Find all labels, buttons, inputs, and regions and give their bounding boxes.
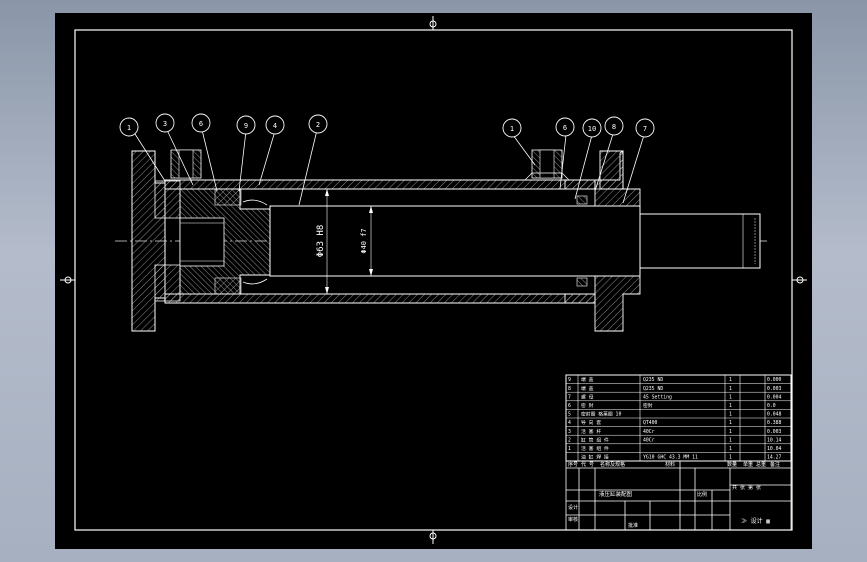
balloon-2: [308, 114, 328, 134]
piston-rod: [269, 205, 761, 277]
balloon-8-text: 8: [612, 123, 616, 131]
bom-cell-material: 45 Setting: [643, 394, 672, 400]
balloon-4: [265, 115, 285, 135]
bom-cell-name: 缸 筒 组 件: [581, 436, 609, 443]
front-gland: [564, 150, 641, 332]
bom-cell-name: 密封圈 格莱圈 10: [581, 411, 621, 418]
balloon-6a: [191, 113, 211, 133]
bom-cell-name: 油 缸 焊 接: [581, 454, 609, 461]
balloon-1a-text: 1: [127, 124, 131, 132]
bom-cell-material: YG10 GHC 43.3 MM 11: [643, 455, 698, 461]
balloon-8: [604, 116, 624, 136]
bom-cell-qty: 1: [729, 437, 732, 443]
bom-cell-material: 密封: [643, 402, 653, 409]
balloon-1b: [502, 118, 522, 138]
balloon-7: [635, 118, 655, 138]
balloon-9-text: 9: [244, 122, 248, 130]
bom-cell-no: 9: [568, 377, 571, 383]
balloon-10-text: 10: [588, 125, 596, 133]
bom-cell-note: 14.27: [767, 455, 782, 461]
bom-cell-note: 0.004: [767, 394, 782, 400]
bom-cell-qty: 1: [729, 412, 732, 418]
dimension-bore: Φ63 H8: [316, 189, 329, 294]
bom-cell-no: 3: [568, 429, 571, 435]
title-block: [565, 460, 792, 531]
balloon-1b-text: 1: [510, 125, 514, 133]
rear-oil-port: [170, 149, 202, 179]
bom-cell-material: 40Cr: [643, 429, 655, 435]
bom-cell-name: 活 塞 杆: [581, 428, 601, 435]
balloon-1a: [119, 117, 139, 137]
bom-cell-note: 0.000: [767, 377, 782, 383]
bom-cell-qty: 1: [729, 455, 732, 461]
scale-label: 比例: [697, 491, 707, 498]
bom-cell-material: Q235 ND: [643, 386, 663, 392]
bom-cell-no: 1: [568, 446, 571, 452]
balloon-3: [155, 113, 175, 133]
bom-cell-name: 导 向 套: [581, 419, 601, 426]
checker-label: 审核: [568, 516, 578, 523]
bom-header-name: 名称及规格: [600, 461, 625, 468]
bom-cell-qty: 1: [729, 429, 732, 435]
balloon-3-text: 3: [163, 120, 167, 128]
bom-header-material: 材料: [665, 461, 675, 468]
bom-cell-name: 活 塞 组 件: [581, 445, 609, 452]
part-balloons: [134, 129, 645, 206]
cad-drawing-sheet: Φ63 H8 Φ40 f7 1 3 6 9 4: [55, 13, 812, 549]
centering-marks: [60, 16, 807, 544]
bom-cell-no: 8: [568, 386, 571, 392]
sheet-count: 共 张 第 张: [732, 484, 761, 491]
bom-cell-no: 4: [568, 420, 571, 426]
balloon-7-text: 7: [643, 125, 647, 133]
drawing-title: 液压缸装配图: [599, 490, 633, 498]
bom-cell-material: Q235 ND: [643, 377, 663, 383]
bom-cell-qty: 1: [729, 403, 732, 409]
piston-assembly: [179, 188, 271, 295]
bom-cell-note: 0.048: [767, 412, 782, 418]
bom-cell-no: 6: [568, 403, 571, 409]
rod-dimension-text: Φ40 f7: [360, 228, 368, 253]
bom-cell-note: 0.003: [767, 429, 782, 435]
bom-cell-no: 7: [568, 394, 571, 400]
cad-drawing-canvas: Φ63 H8 Φ40 f7 1 3 6 9 4: [60, 16, 807, 544]
front-oil-port: [524, 149, 570, 181]
dimension-rod: Φ40 f7: [360, 206, 373, 276]
bom-cell-name: 密 封: [581, 402, 594, 409]
bom-header-note: 备注: [770, 461, 780, 468]
bom-header-code: 代 号: [581, 461, 594, 468]
company-mark: ≫ 设计 ▦: [741, 517, 770, 525]
bom-cell-note: 0.388: [767, 420, 782, 426]
bom-cell-qty: 1: [729, 377, 732, 383]
designer-label: 设计: [568, 504, 578, 511]
bom-header-no: 序号: [568, 461, 578, 468]
balloon-9: [236, 115, 256, 135]
bom-cell-name: 端 盖: [581, 385, 594, 392]
balloon-6b: [555, 117, 575, 137]
balloon-2-text: 2: [316, 121, 320, 129]
bom-cell-material: 40Cr: [643, 437, 655, 443]
bore-dimension-text: Φ63 H8: [316, 225, 326, 258]
bom-cell-material: QT400: [643, 420, 658, 426]
bom-cell-qty: 1: [729, 386, 732, 392]
bom-cell-no: 2: [568, 437, 571, 443]
approved-label: 批准: [628, 522, 638, 529]
balloon-4-text: 4: [273, 122, 277, 130]
bom-cell-note: 0.003: [767, 386, 782, 392]
bom-cell-note: 10.04: [767, 446, 782, 452]
bom-cell-note: 10.14: [767, 437, 782, 443]
balloon-10: [582, 118, 602, 138]
balloon-6b-text: 6: [563, 124, 567, 132]
bom-cell-qty: 1: [729, 420, 732, 426]
bom-cell-name: 螺 母: [581, 393, 594, 400]
bom-cell-name: 端 盖: [581, 376, 594, 383]
bom-cell-no: 5: [568, 412, 571, 418]
bom-cell-qty: 1: [729, 394, 732, 400]
bom-cell-qty: 1: [729, 446, 732, 452]
balloon-6a-text: 6: [199, 120, 203, 128]
bom-cell-note: 0.0: [767, 403, 776, 409]
bom-header-weight: 单重 总重: [743, 461, 766, 468]
bom-header-qty: 数量: [727, 461, 737, 468]
